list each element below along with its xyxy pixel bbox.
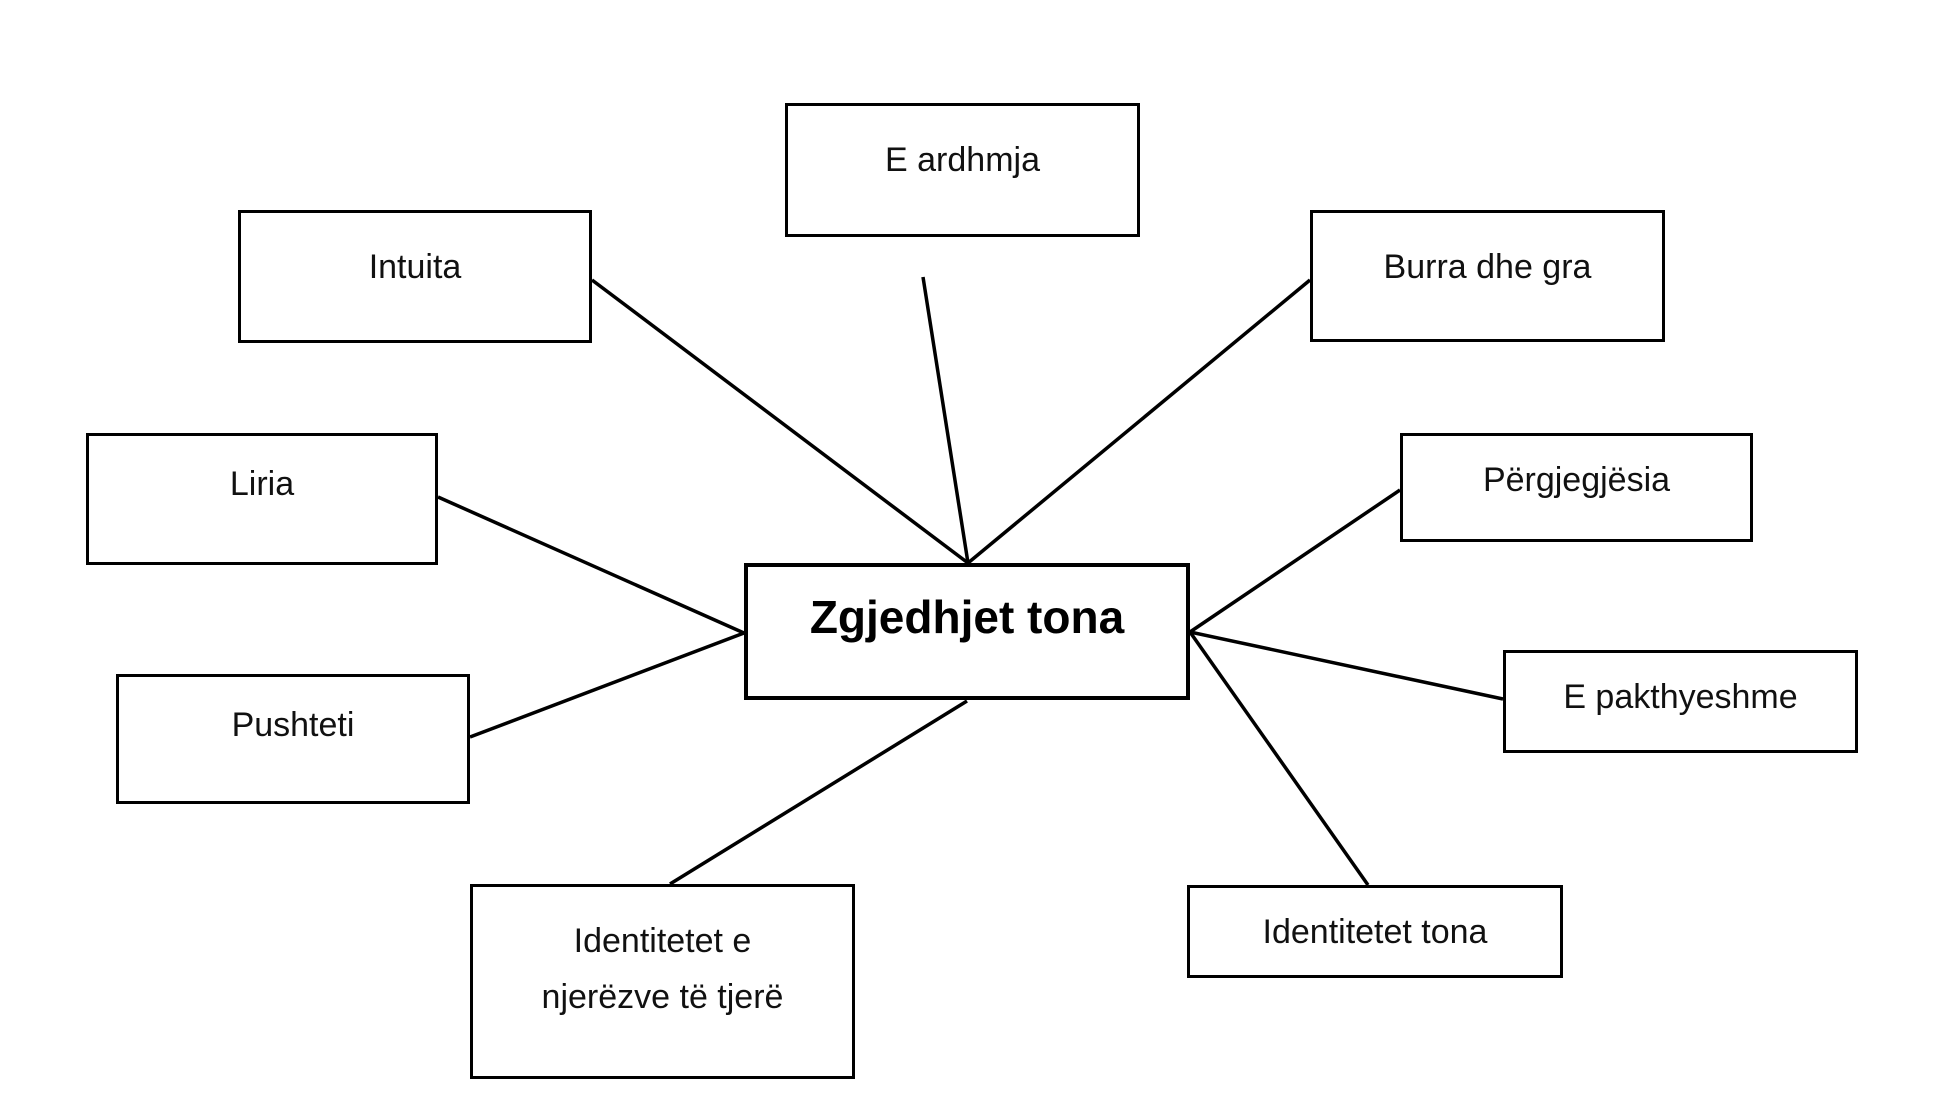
node-identitetet-njerezve-label-line1: Identitetet e	[573, 922, 752, 960]
connector-liria	[437, 495, 745, 635]
node-identitetet-njerezve-label-line2: njerëzve të tjerë	[541, 978, 784, 1016]
node-burra-dhe-gra-label: Burra dhe gra	[1383, 248, 1592, 286]
node-e-pakthyeshme[interactable]: E pakthyeshme	[1503, 650, 1858, 753]
node-identitetet-njerezve[interactable]: Identitetet e njerëzve të tjerë	[470, 884, 855, 1079]
node-identitetet-tona-label: Identitetet tona	[1262, 913, 1488, 951]
connector-intuita	[590, 278, 970, 565]
connector-identitetet-tona	[1188, 630, 1370, 887]
node-liria[interactable]: Liria	[86, 433, 438, 565]
node-pushteti-label: Pushteti	[231, 706, 355, 744]
node-intuita[interactable]: Intuita	[238, 210, 592, 343]
connector-e-pakthyeshme	[1189, 630, 1504, 701]
node-liria-label: Liria	[229, 465, 295, 503]
node-identitetet-tona[interactable]: Identitetet tona	[1187, 885, 1563, 978]
connector-pushteti	[469, 631, 745, 739]
connector-pergjegjesia	[1189, 488, 1401, 634]
node-center-zgjedhjet-tona[interactable]: Zgjedhjet tona	[744, 563, 1190, 700]
connector-identitetet-njerezve	[669, 699, 968, 886]
node-pergjegjesia[interactable]: Përgjegjësia	[1400, 433, 1753, 542]
node-pushteti[interactable]: Pushteti	[116, 674, 470, 804]
node-burra-dhe-gra[interactable]: Burra dhe gra	[1310, 210, 1665, 342]
node-pergjegjesia-label: Përgjegjësia	[1482, 461, 1671, 499]
node-e-ardhmja-label: E ardhmja	[885, 141, 1040, 179]
node-center-label: Zgjedhjet tona	[809, 591, 1125, 643]
node-e-ardhmja[interactable]: E ardhmja	[785, 103, 1140, 237]
node-e-pakthyeshme-label: E pakthyeshme	[1563, 678, 1798, 716]
connector-e-ardhmja	[921, 276, 970, 564]
node-intuita-label: Intuita	[368, 248, 462, 286]
connector-burra-dhe-gra	[966, 278, 1312, 565]
